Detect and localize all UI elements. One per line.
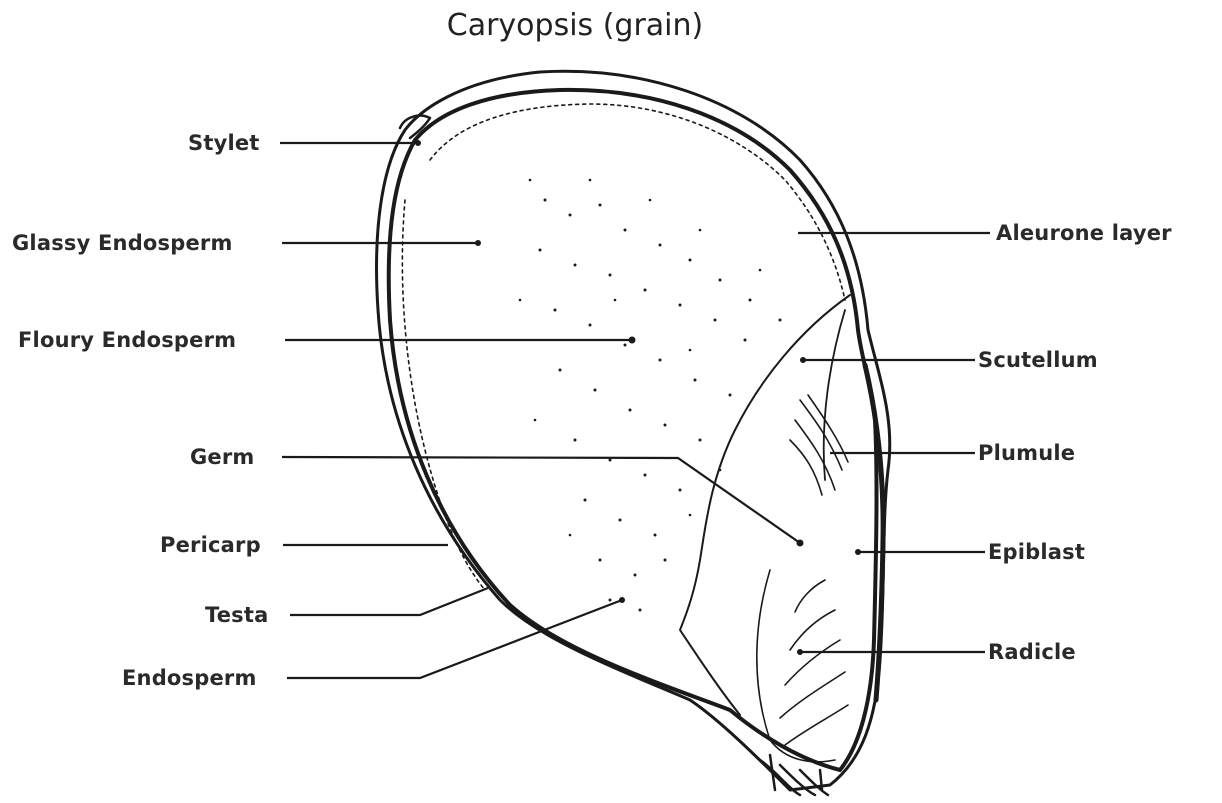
plumule-stroke [790, 440, 822, 495]
aleurone-left-band [402, 200, 485, 590]
label-epiblast: Epiblast [988, 540, 1085, 564]
dot-stylet [415, 140, 421, 146]
leader-testa [290, 588, 488, 615]
label-germ: Germ [190, 445, 255, 469]
radicle-outline [757, 570, 835, 762]
label-pericarp: Pericarp [160, 533, 261, 557]
label-glassy-endosperm: Glassy Endosperm [12, 231, 233, 255]
label-scutellum: Scutellum [978, 348, 1098, 372]
radicle-chevron [795, 580, 825, 612]
label-endosperm: Endosperm [122, 666, 257, 690]
leader-endosperm [287, 600, 622, 678]
floury-stipple [519, 179, 782, 612]
dot-scutellum [800, 357, 806, 363]
label-plumule: Plumule [978, 441, 1075, 465]
inner-seed-coat [389, 90, 877, 770]
radicle-chevron [785, 640, 840, 685]
label-radicle: Radicle [988, 640, 1076, 664]
aleurone-band [430, 104, 845, 300]
radicle-chevron [785, 705, 848, 745]
label-stylet: Stylet [188, 131, 260, 155]
dot-radicle [797, 649, 803, 655]
diagram-title: Caryopsis (grain) [0, 8, 1150, 43]
leader-germ [282, 457, 800, 543]
label-floury-endosperm: Floury Endosperm [18, 328, 236, 352]
label-aleurone-layer: Aleurone layer [996, 221, 1172, 245]
dot-glassy-endosperm [475, 240, 481, 246]
outer-hull [377, 71, 890, 790]
grain-drawing [377, 71, 890, 795]
plumule-stroke [795, 420, 835, 490]
dot-germ [797, 540, 804, 547]
dot-epiblast [855, 549, 861, 555]
radicle-chevron [790, 610, 835, 650]
label-testa: Testa [205, 603, 269, 627]
dot-endosperm [619, 597, 625, 603]
dot-floury-endosperm [629, 337, 636, 344]
